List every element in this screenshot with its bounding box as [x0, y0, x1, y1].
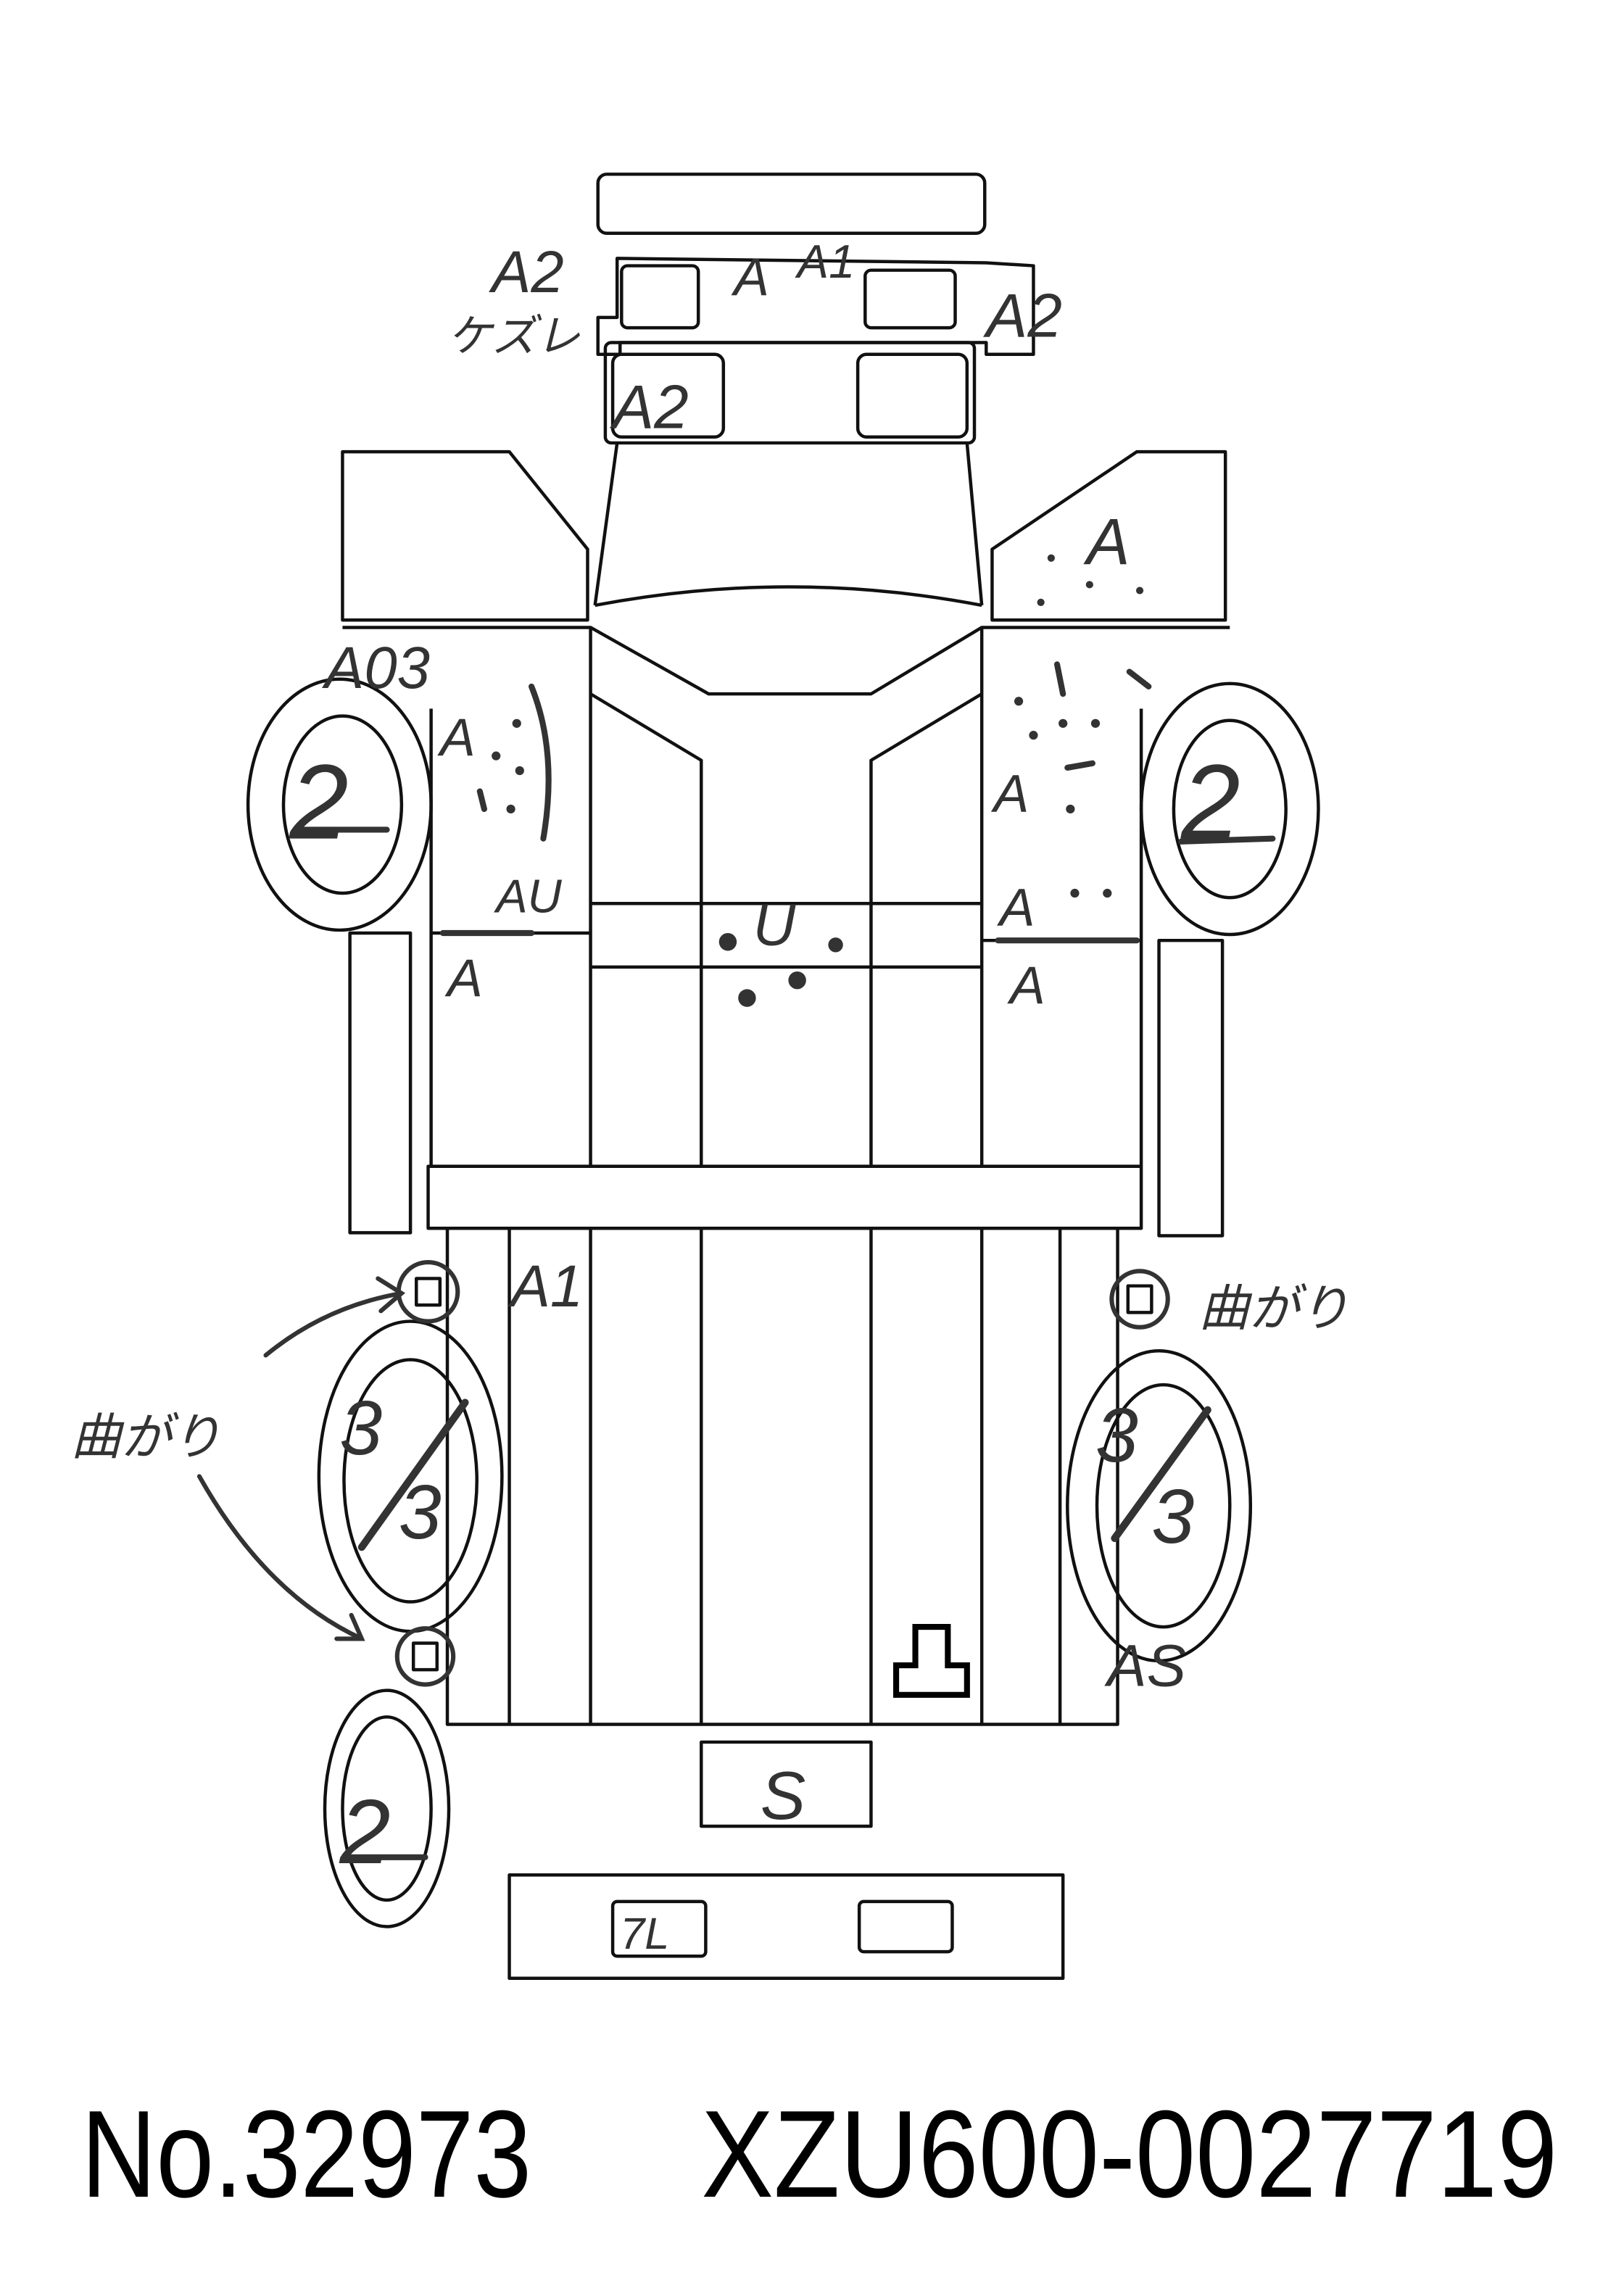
label-right-door-upper: A	[990, 764, 1029, 824]
label-right-door-lower: A	[997, 878, 1035, 937]
tire-front-right-rim	[1172, 718, 1288, 900]
label-cab-front-left: A2	[609, 373, 689, 442]
arrow-to-lower-part	[196, 1474, 365, 1641]
tire-front-right	[1139, 681, 1320, 937]
hitch-icon	[892, 1624, 970, 1698]
cargo-bed	[445, 1228, 1119, 1726]
rear-lamp-left	[610, 1899, 708, 1958]
tire-front-left	[246, 677, 433, 932]
small-part	[1126, 1284, 1153, 1314]
label-front-bumper-left: A2	[488, 239, 564, 305]
label-tire-rear-right-bottom: 3	[1151, 1474, 1194, 1559]
label-tire-rear-left-top: 3	[339, 1385, 382, 1471]
tire-rear-right	[1066, 1349, 1253, 1663]
damage-dots	[439, 554, 1152, 1007]
cab-floor	[589, 626, 983, 1166]
marked-part-circle	[1109, 1269, 1170, 1330]
arrow-to-upper-part	[263, 1276, 406, 1358]
label-left-front-fender: A03	[321, 635, 430, 701]
small-part	[415, 1277, 442, 1307]
label-scrape-note: ケズレ	[447, 312, 580, 361]
tire-front-left-rim	[281, 714, 404, 895]
left-mirror-panel	[341, 449, 589, 622]
cab-window-right	[856, 352, 969, 439]
label-tire-front-left: 2	[289, 743, 349, 862]
right-mirror-panel	[990, 449, 1227, 622]
rear-bumper	[508, 1873, 1065, 1980]
label-roof: U	[753, 892, 797, 958]
tire-tread-underline	[299, 826, 1276, 1860]
label-tire-rear-left-bottom: 3	[399, 1470, 442, 1555]
spare-tire-rim	[341, 1715, 433, 1902]
crossmember	[426, 1164, 1143, 1230]
marked-part-circle	[394, 1626, 456, 1687]
label-rear-plate-left: 7L	[620, 1909, 669, 1958]
label-spare-tire: 2	[339, 1781, 390, 1883]
tire-tread-slash	[357, 1398, 1211, 1551]
label-grille-a: A	[731, 247, 769, 307]
label-left-step: A	[444, 949, 483, 1008]
label-bent-right: 曲がり	[1199, 1280, 1350, 1337]
cab-front	[603, 341, 977, 445]
cab-body	[593, 442, 984, 608]
rear-lamp-right	[857, 1899, 954, 1954]
cab-window-left	[610, 352, 726, 439]
step-right	[1157, 938, 1225, 1238]
label-tire-rear-right-top: 3	[1095, 1393, 1138, 1478]
label-left-door-upper: A	[437, 708, 476, 768]
inspection-number: No.32973	[81, 2085, 531, 2224]
label-bed-left: A1	[508, 1253, 584, 1319]
tire-rear-left-rim	[342, 1358, 478, 1604]
label-grille-a1: A1	[795, 235, 856, 288]
label-right-mirror: A	[1083, 505, 1130, 578]
label-bent-left: 曲がり	[71, 1409, 222, 1465]
label-rear-panel: S	[761, 1757, 805, 1833]
headlight-left	[620, 264, 700, 330]
handwritten-labels: A2 ケズレ A A1 A2 A2 A A03 A AU A A A A U 2…	[71, 235, 1349, 1958]
spare-tire	[323, 1688, 451, 1928]
headlight-right	[863, 268, 957, 330]
label-rear-right: AS	[1103, 1633, 1186, 1699]
label-tire-front-right: 2	[1180, 743, 1240, 862]
step-left	[348, 931, 413, 1235]
front-bumper	[596, 173, 987, 236]
label-left-door-lower: AU	[493, 869, 562, 922]
label-right-step: A	[1007, 956, 1045, 1016]
tire-rear-right-rim	[1095, 1383, 1232, 1629]
chassis-number: XZU600-0027719	[701, 2085, 1557, 2224]
small-part	[411, 1641, 439, 1672]
label-front-bumper-right: A2	[982, 281, 1062, 350]
rear-panel	[700, 1740, 873, 1828]
